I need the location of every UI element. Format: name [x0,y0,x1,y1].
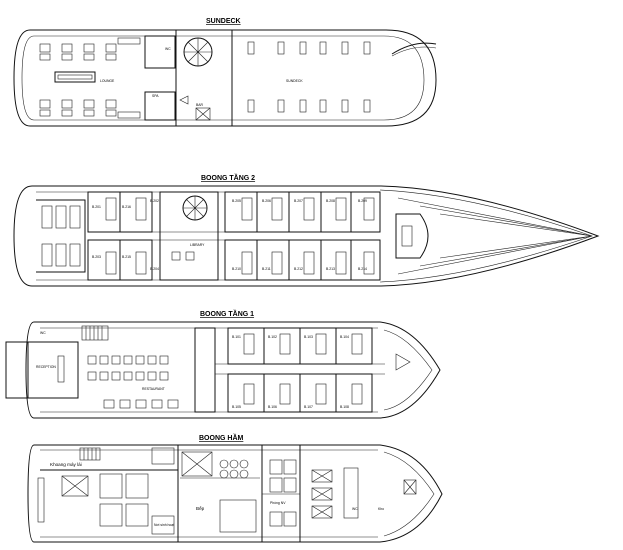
room-label: B.209 [358,199,367,203]
sundeck-area-label: SUNDECK [286,79,303,83]
sundeck-title: SUNDECK [206,18,241,25]
restaurant-label: RESTAURANT [142,387,165,391]
lounge-label: LOUNGE [100,79,115,83]
room-label: B.106 [268,405,277,409]
room-label: B.211 [262,267,271,271]
room-label: B.205 [232,199,241,203]
room-label: B.107 [304,405,313,409]
room-label: B.216 [122,205,131,209]
warehouse-label: Kho [378,507,384,511]
room-label: B.202 [150,199,159,203]
room-label: B.215 [122,255,131,259]
engine-room-label: Khoang máy lái [50,462,82,467]
room-label: B.104 [340,335,349,339]
library-label: LIBRARY [190,243,205,247]
staff-room-label: Phòng NV [270,501,286,505]
hold-title: BOONG HẦM [199,432,244,442]
kitchen-label: Bếp [196,506,205,511]
living-area-label: Nơi sinh hoạt [154,523,174,527]
room-label: B.206 [262,199,271,203]
reception-label: RECEPTION [36,365,56,369]
room-label: B.208 [326,199,335,203]
sundeck-plan: SUNDECK LOUNGE SUNDECK SPA BAR WC [13,18,437,127]
room-label: B.102 [268,335,277,339]
room-label: B.210 [232,267,241,271]
spa-label: SPA [152,94,159,98]
room-label: B.214 [358,267,367,271]
room-label: B.212 [294,267,303,271]
room-label: B.103 [304,335,313,339]
sundeck-wc-label: WC [165,47,171,51]
room-label: B.201 [92,205,101,209]
deck1-wc-label: WC [40,331,46,335]
deck2-plan: BOONG TẦNG 2 [13,172,600,287]
room-label: B.108 [340,405,349,409]
room-label: B.101 [232,335,241,339]
room-label: B.105 [232,405,241,409]
deck1-plan: BOONG TẦNG 1 RECEPTION RESTAURANT WC [5,308,441,419]
hold-wc-label: WC [352,507,358,511]
hold-deck-plan: BOONG HẦM Khoang máy lái Bếp Nơi sinh h [27,432,443,543]
deck2-title: BOONG TẦNG 2 [201,172,255,182]
room-label: B.207 [294,199,303,203]
bar-label: BAR [196,103,204,107]
deck1-title: BOONG TẦNG 1 [200,308,254,318]
room-label: B.203 [92,255,101,259]
room-label: B.213 [326,267,335,271]
room-label: B.204 [150,267,159,271]
